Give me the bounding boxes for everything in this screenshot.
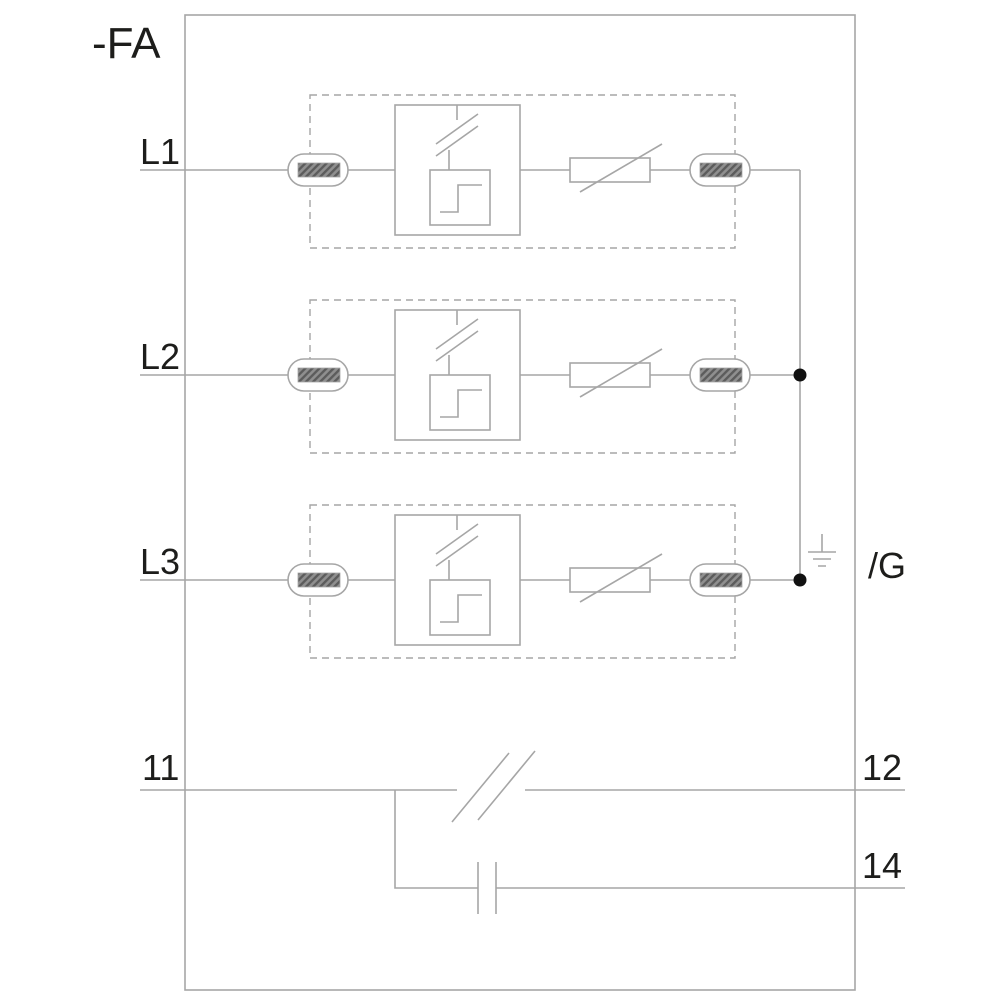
terminal-label-14: 14 (862, 845, 902, 886)
device-label: -FA (92, 19, 161, 68)
aux-nc-break-icon (451, 750, 536, 823)
terminal-label-ground: /G (868, 545, 906, 586)
terminal-label-l3: L3 (140, 541, 180, 582)
surge-module-l2 (139, 299, 801, 454)
terminal-label-l1: L1 (140, 131, 180, 172)
device-outline (184, 14, 856, 991)
junction-dot-l2 (793, 368, 807, 382)
surge-module-l1 (139, 94, 801, 249)
junction-dot-l3 (793, 573, 807, 587)
terminal-label-11: 11 (142, 747, 179, 788)
terminal-label-12: 12 (862, 747, 902, 788)
aux-no-contact (394, 790, 905, 914)
surge-module-l3 (139, 504, 801, 659)
earth-ground-icon (808, 534, 836, 567)
aux-no-plates-icon (477, 862, 497, 914)
aux-nc-contact (140, 750, 905, 823)
aux-no-wire (394, 790, 905, 889)
terminal-label-l2: L2 (140, 336, 180, 377)
